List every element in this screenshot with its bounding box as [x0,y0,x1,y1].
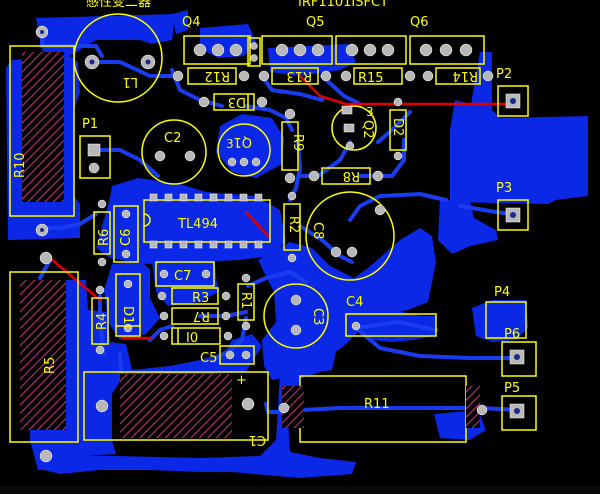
q5-label: Q5 [306,15,325,30]
resistor-r5: R5 [9,251,79,463]
connector-p5: P5 [501,381,537,431]
q2-pin-label: 3 [366,105,374,119]
transistor-q6: Q6 [335,15,485,65]
board-title-text: 感性变二器 [86,0,151,10]
p1-label: P1 [82,117,98,132]
c1-label: C1 [249,432,266,447]
tl494-label: TL494 [177,217,218,232]
c1-polarity-mark: + [236,373,247,388]
r6-label: R6 [97,229,112,246]
resistor-r15: R15 [340,67,416,86]
capacitor-c4: C4 [345,295,437,337]
resistor-r1: R1 [237,273,255,331]
diode-d1: D1 [115,273,141,337]
r15-label: R15 [358,71,384,86]
capacitor-c1: C1 + [83,371,269,447]
connector-p3: P3 [496,181,529,231]
q6-label: Q6 [410,15,429,30]
resistor-r6: R6 [93,199,112,267]
q1-pin-label: 3 [226,137,234,151]
p5-label: P5 [504,381,520,396]
connector-p4: P4 [485,285,527,339]
r14-label: R14 [452,68,478,83]
connector-p1: P1 [79,117,111,179]
resistor-r8: R8 [308,167,384,185]
r4-label: R4 [95,313,110,330]
diode-d2: D2 [389,97,407,161]
r8-label: R8 [343,168,360,183]
connector-p6: P6 [501,327,537,377]
r12-label: R12 [204,68,230,83]
resistor-r2: R2 [283,191,301,263]
c2-label: C2 [164,131,181,146]
resistor-r9: R9 [281,108,305,184]
capacitor-c2: C2 [141,119,207,185]
connector-p2: P2 [496,67,529,117]
p4-label: P4 [494,285,510,300]
transistor-q1: Q1 3 [217,123,271,177]
capacitor-c6: C6 [113,205,139,263]
resistor-r11: R11 [278,375,488,443]
capacitor-small-top [247,37,261,67]
capacitor-c5: C5 [200,345,255,366]
top-traces [48,74,516,340]
r3-label: R3 [192,291,209,306]
resistor-r3: R3 [157,287,231,306]
q4-label: Q4 [182,15,201,30]
transistor-q5: Q5 [261,15,333,65]
d3-label: D3 [228,94,246,109]
capacitor-c7: C7 [155,261,215,287]
r2-label: R2 [286,216,301,233]
resistor-r14: R14 [422,67,494,85]
inductor-l1: L1 [73,13,163,103]
r11-label: R11 [364,397,390,412]
c4-label: C4 [346,295,363,310]
resistor-r7: R7 [159,307,231,325]
diode-d3: D3 [198,93,268,111]
r5-label: R5 [43,357,58,374]
p3-label: P3 [496,181,512,196]
d2-label: D2 [390,118,405,136]
resistor-r10: R10 [9,25,75,237]
q1-label: Q1 [233,134,252,149]
p2-label: P2 [496,67,512,82]
resistor-r4: R4 [91,285,110,355]
c8-label: C8 [310,222,325,239]
board-part-text: IRF1101ISFCT [298,0,388,10]
resistor-r13: R13 [258,67,332,85]
diode-i0: I0 [159,327,233,346]
bottom-edge [0,486,600,494]
capacitor-c3: C3 [263,283,329,349]
transistor-q4: Q4 [182,15,251,65]
r10-label: R10 [13,152,28,178]
c3-label: C3 [310,308,325,325]
capacitor-c8: C8 [305,191,395,281]
r13-label: R13 [286,68,312,83]
c7-label: C7 [174,269,191,284]
c5-label: C5 [200,351,217,366]
r1-label: R1 [238,292,253,309]
resistor-r12: R12 [172,67,250,85]
r7-label: R7 [193,308,210,323]
d1-label: D1 [120,306,135,324]
transistor-q2: Q2 3 [331,105,377,151]
ic-tl494: TL494 [143,193,271,249]
r9-label: R9 [290,134,305,151]
c6-label: C6 [119,229,134,246]
l1-label: L1 [122,74,138,89]
i0-label: I0 [186,331,198,346]
q2-label: Q2 [360,120,375,139]
p6-label: P6 [504,327,520,342]
